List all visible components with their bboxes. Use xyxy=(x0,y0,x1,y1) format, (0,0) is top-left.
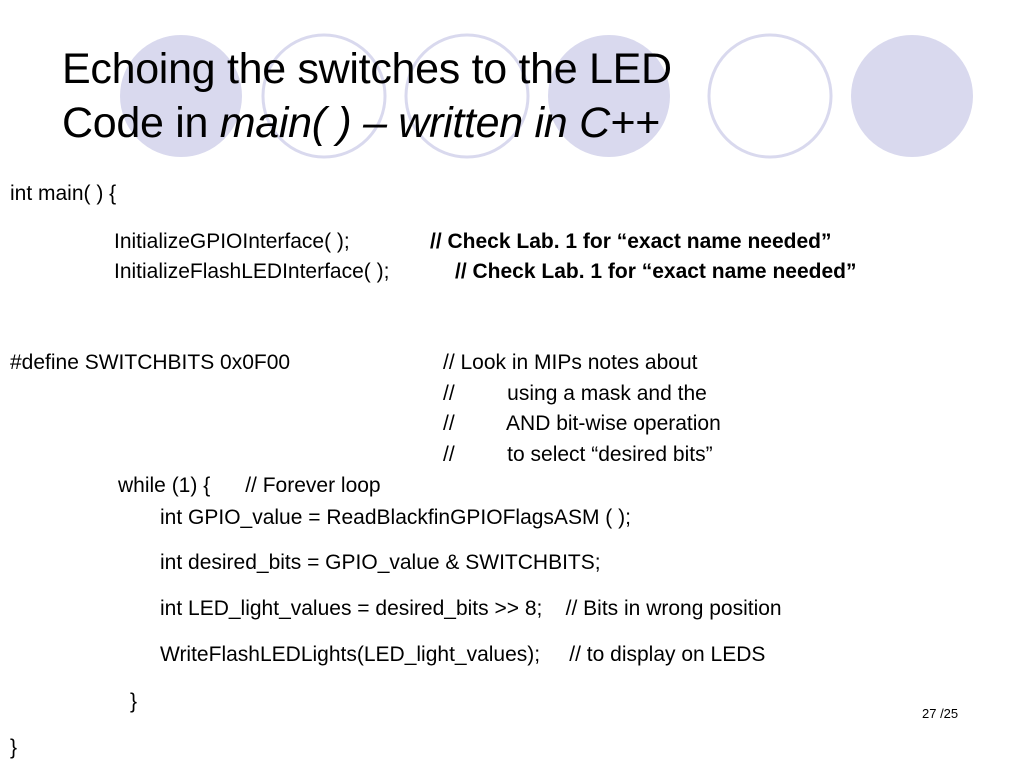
code-while-close: } xyxy=(130,690,138,713)
code-write-lights: WriteFlashLEDLights(LED_light_values); /… xyxy=(160,643,766,666)
code-desired-bits: int desired_bits = GPIO_value & SWITCHBI… xyxy=(160,551,601,574)
code-gpio-value: int GPIO_value = ReadBlackfinGPIOFlagsAS… xyxy=(160,506,631,529)
title-line-1: Echoing the switches to the LED xyxy=(62,45,672,93)
code-init-gpio: InitializeGPIOInterface( ); xyxy=(114,230,350,253)
code-define-comment-2: // using a mask and the xyxy=(443,382,707,405)
code-init-gpio-comment: // Check Lab. 1 for “exact name needed” xyxy=(430,230,832,253)
title-line-2-italic: main( ) – written in C++ xyxy=(219,99,660,147)
code-init-flash-comment: // Check Lab. 1 for “exact name needed” xyxy=(455,260,857,283)
deco-circle-2 xyxy=(261,33,387,159)
code-define-comment-1: // Look in MIPs notes about xyxy=(443,351,698,374)
slide-title: Echoing the switches to the LED Code in … xyxy=(62,42,672,150)
code-main-open: int main( ) { xyxy=(10,182,117,205)
deco-circle-5 xyxy=(707,33,833,159)
code-init-flash: InitializeFlashLEDInterface( ); xyxy=(114,260,390,283)
code-led-values: int LED_light_values = desired_bits >> 8… xyxy=(160,597,782,620)
code-while-line: while (1) { // Forever loop xyxy=(118,474,381,497)
deco-circle-3 xyxy=(404,33,530,159)
deco-circle-1 xyxy=(120,35,242,157)
deco-circle-4 xyxy=(548,35,670,157)
title-line-2-prefix: Code in xyxy=(62,99,220,147)
code-define: #define SWITCHBITS 0x0F00 xyxy=(10,351,291,374)
deco-circle-6 xyxy=(851,35,973,157)
page-number: 27 /25 xyxy=(922,706,959,721)
title-line-2: Code in main( ) – written in C++ xyxy=(62,96,672,150)
code-define-comment-4: // to select “desired bits” xyxy=(443,443,713,466)
code-define-comment-3: // AND bit-wise operation xyxy=(443,412,721,435)
code-main-close: } xyxy=(10,736,18,759)
